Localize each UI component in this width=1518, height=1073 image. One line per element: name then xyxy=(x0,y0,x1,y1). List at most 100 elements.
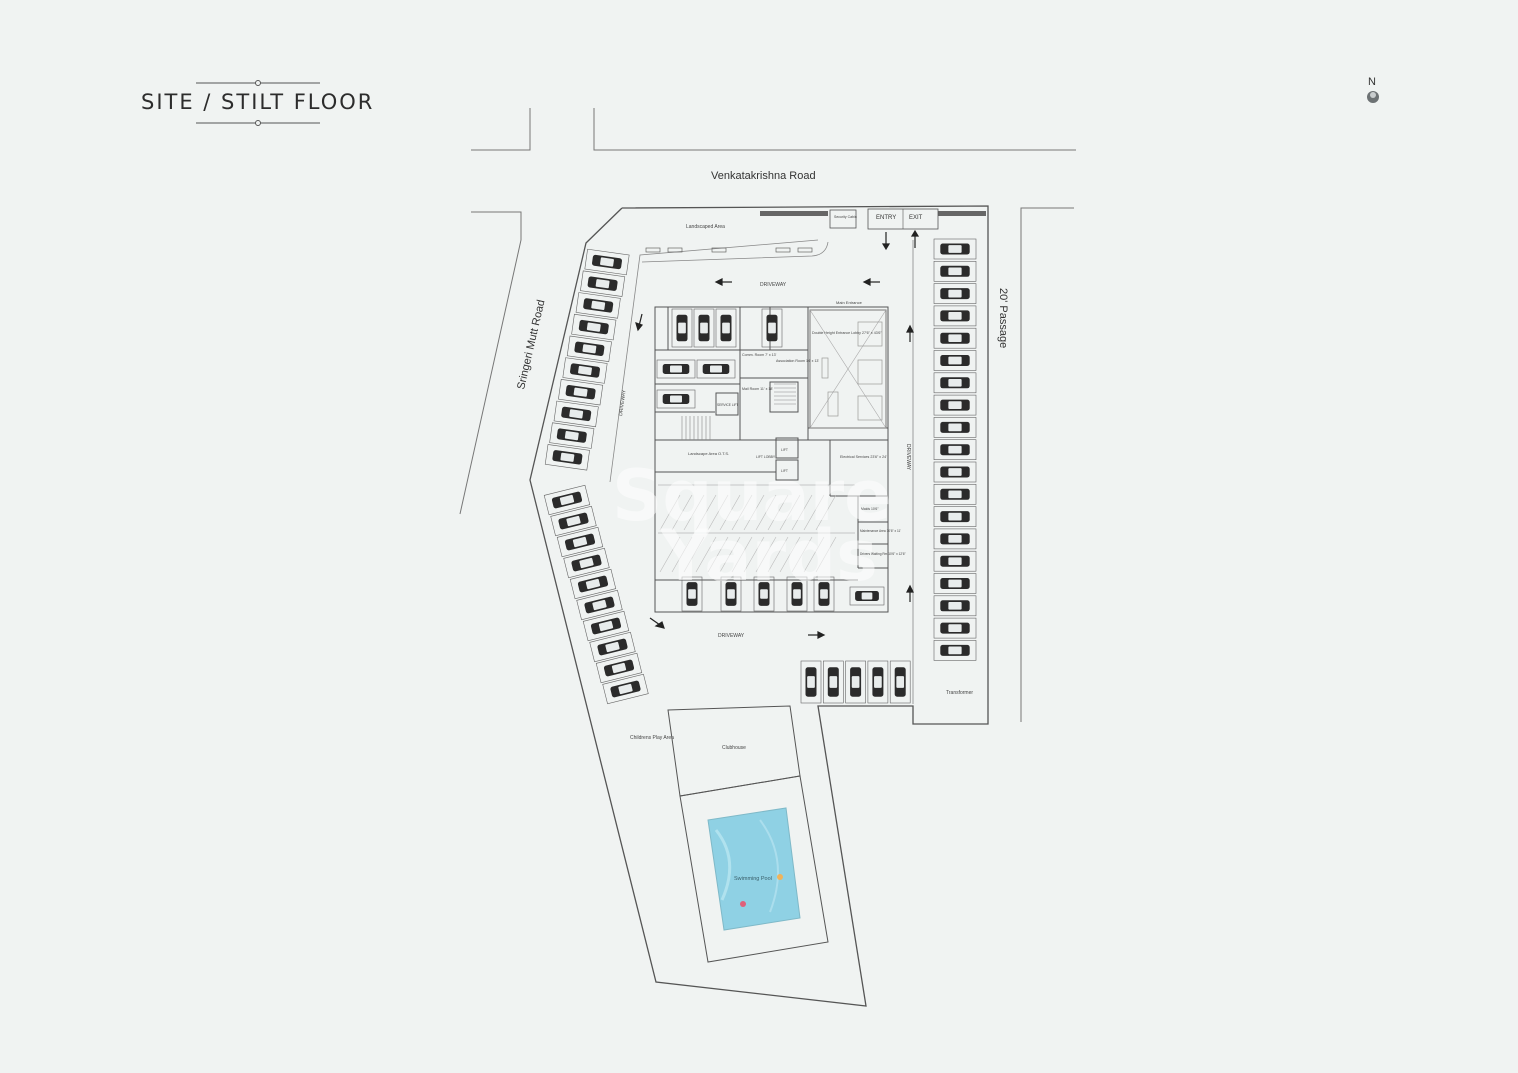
car-slot-34 xyxy=(576,589,623,621)
watermark-line-2: Yards xyxy=(659,515,878,597)
building-floor-plan xyxy=(654,306,889,613)
car-slot-3 xyxy=(933,305,977,327)
entry-label: ENTRY xyxy=(876,215,896,221)
car-slot-53 xyxy=(753,576,775,612)
lift-lobby-label: LIFT LOBBY xyxy=(756,455,776,459)
car-slot-28 xyxy=(544,444,590,471)
car-slot-10 xyxy=(933,461,977,483)
car-slot-7 xyxy=(933,394,977,416)
car-slot-45 xyxy=(693,308,715,348)
car-slot-4 xyxy=(933,327,977,349)
car-slot-36 xyxy=(589,631,636,663)
watermark-line-1: Square xyxy=(612,455,892,537)
driveway-outline xyxy=(609,239,914,704)
lift-label-1: LIFT xyxy=(781,448,788,452)
pool-marker-icon xyxy=(777,874,783,880)
swimming-pool-label: Swimming Pool xyxy=(734,876,772,882)
car-slot-22 xyxy=(571,313,617,341)
car-slot-52 xyxy=(720,576,742,612)
service-lift-label: SERVICE LIFT xyxy=(717,403,738,407)
comm-room-label: Comm. Room 7' x 13' xyxy=(742,353,777,357)
entry-gate xyxy=(760,208,986,230)
car-slot-37 xyxy=(595,652,643,684)
car-slot-20 xyxy=(580,270,626,297)
car-slot-11 xyxy=(933,483,977,505)
car-slot-8 xyxy=(933,417,977,438)
car-slot-46 xyxy=(715,308,737,348)
car-slot-26 xyxy=(553,400,599,428)
car-slot-30 xyxy=(550,505,597,537)
mail-room-label: Mail Room 11' x 18' xyxy=(742,387,773,391)
car-slot-24 xyxy=(562,357,608,384)
road-name-top: Venkatakrishna Road xyxy=(711,170,816,182)
road-name-right: 20' Passage xyxy=(997,288,1009,348)
car-slot-2 xyxy=(933,283,977,304)
driveway-label-top: DRIVEWAY xyxy=(760,282,787,288)
car-slot-0 xyxy=(933,238,977,260)
car-slot-42 xyxy=(867,660,889,704)
car-slot-15 xyxy=(933,573,977,594)
security-cabin-label: Security Cabin xyxy=(834,215,857,219)
car-slot-49 xyxy=(696,359,736,379)
road-name-left: Sringeri Mutt Road xyxy=(515,299,547,391)
car-slot-48 xyxy=(656,359,696,379)
parking-slots xyxy=(543,238,977,705)
car-slot-18 xyxy=(933,640,977,661)
car-slot-27 xyxy=(549,422,595,449)
road-lines xyxy=(459,108,1076,722)
car-slot-19 xyxy=(584,248,630,276)
driveway-label-left: DRIVEWAY xyxy=(618,389,628,416)
car-slot-39 xyxy=(800,660,822,704)
car-slot-56 xyxy=(849,586,885,606)
car-slot-35 xyxy=(582,610,630,642)
drivers-label: Drivers Waiting Rm 10'6" x 12'6" xyxy=(860,552,906,556)
car-slot-12 xyxy=(933,506,977,527)
car-slot-25 xyxy=(558,379,604,406)
car-slot-23 xyxy=(566,335,612,362)
car-slot-51 xyxy=(681,576,703,612)
car-slot-54 xyxy=(786,576,808,612)
car-slot-14 xyxy=(933,550,977,572)
car-slot-13 xyxy=(933,528,977,550)
car-slot-29 xyxy=(543,484,591,516)
car-slot-43 xyxy=(889,660,911,704)
car-slot-9 xyxy=(933,439,977,461)
childrens-play-label: Childrens Play Area xyxy=(630,735,674,741)
exit-label: EXIT xyxy=(909,215,923,221)
title-ornament xyxy=(196,80,320,126)
pool-feature-icon xyxy=(740,901,746,907)
main-entrance-label: Main Entrance xyxy=(836,300,863,305)
electrical-label: Electrical Services 23'6" x 24' xyxy=(840,455,887,459)
car-slot-21 xyxy=(575,292,621,319)
association-room-label: Association Room 14' x 13' xyxy=(776,359,819,363)
driveway-label-right: DRIVEWAY xyxy=(905,444,911,471)
car-slot-44 xyxy=(671,308,693,348)
car-slot-55 xyxy=(813,576,835,612)
car-slot-5 xyxy=(933,350,977,371)
maids-label: Maids 10'6" xyxy=(861,507,879,511)
planters xyxy=(645,247,813,253)
car-slot-38 xyxy=(602,673,649,705)
car-slot-16 xyxy=(933,595,977,617)
clubhouse-block xyxy=(667,705,829,963)
car-slot-50 xyxy=(656,389,696,409)
landscape-ots-label: Landscape Area O.T.S. xyxy=(688,451,729,456)
car-slot-47 xyxy=(761,308,783,348)
maintenance-label: Maintenance Area 10'6" x 11' xyxy=(860,529,901,533)
car-slot-32 xyxy=(563,547,610,579)
swimming-pool xyxy=(707,807,801,931)
site-boundary xyxy=(529,205,989,1007)
page-title: SITE / STILT FLOOR xyxy=(141,90,375,114)
lift-label-2: LIFT xyxy=(781,469,788,473)
car-slot-6 xyxy=(933,372,977,394)
traffic-arrows xyxy=(635,229,920,639)
car-slot-31 xyxy=(556,526,604,558)
transformer-label: Transformer xyxy=(946,690,973,696)
landscaped-area-label: Landscaped Area xyxy=(686,224,725,230)
car-slot-40 xyxy=(822,660,844,704)
car-slot-1 xyxy=(933,260,977,282)
clubhouse-label: Clubhouse xyxy=(722,745,746,751)
north-label: N xyxy=(1368,76,1376,88)
car-slot-33 xyxy=(569,568,617,600)
